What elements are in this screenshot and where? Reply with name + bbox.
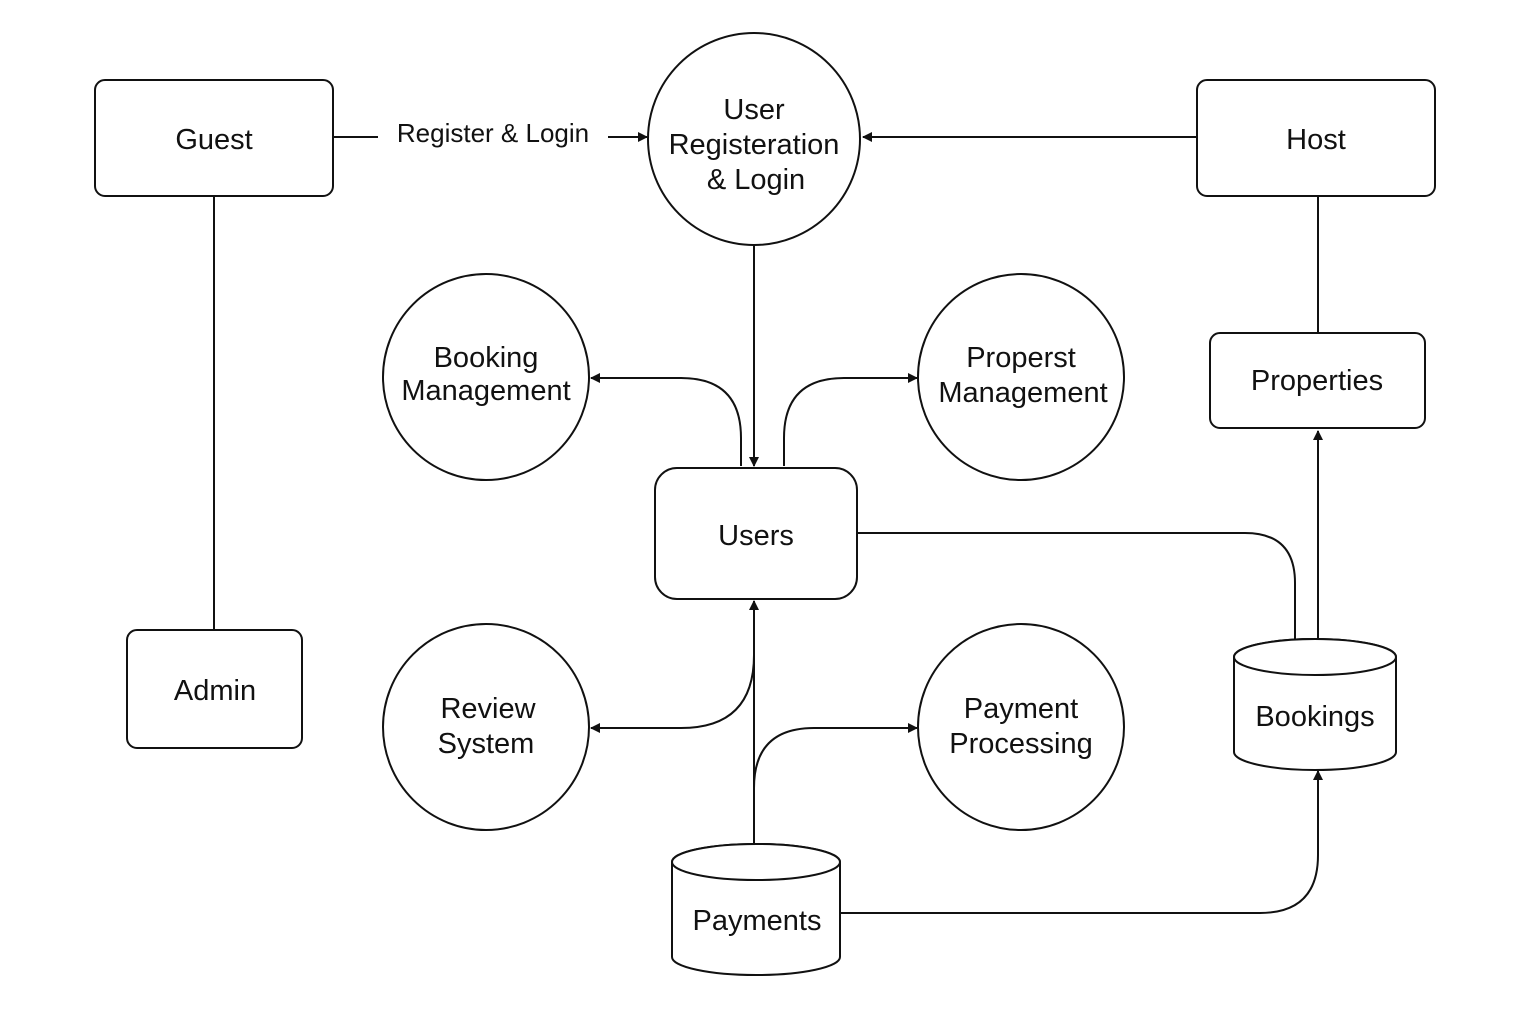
process-review-system-line-1: Review xyxy=(440,693,536,725)
edge-users-to-property-management xyxy=(783,373,918,466)
entity-users[interactable]: Users xyxy=(654,467,858,600)
process-user-registration[interactable]: User Registeration & Login xyxy=(647,32,861,246)
edge-users-to-review-system xyxy=(590,654,755,733)
entity-host[interactable]: Host xyxy=(1196,79,1436,197)
edge-users-bookings xyxy=(857,532,1296,640)
edge-label-register-login: Register & Login xyxy=(397,118,589,148)
entity-users-label: Users xyxy=(718,520,794,552)
datastore-bookings[interactable]: Bookings xyxy=(1233,638,1397,771)
process-user-registration-line-1: User xyxy=(723,94,785,126)
process-review-system[interactable]: Review System xyxy=(382,623,590,831)
process-payment-processing-line-2: Processing xyxy=(949,728,1092,760)
process-property-management-line-2: Management xyxy=(938,377,1107,409)
process-booking-management[interactable]: Booking Management xyxy=(382,273,590,481)
edge-payments-to-payment-processing xyxy=(753,723,918,845)
datastore-payments-label: Payments xyxy=(693,905,822,937)
process-booking-management-line-2: Management xyxy=(401,375,570,407)
process-review-system-line-2: System xyxy=(438,728,535,760)
datastore-payments[interactable]: Payments xyxy=(671,843,841,976)
edges xyxy=(213,132,1323,914)
datastore-bookings-label: Bookings xyxy=(1255,701,1374,733)
process-property-management-line-1: Properst xyxy=(966,342,1076,374)
process-property-management[interactable]: Properst Management xyxy=(917,273,1125,481)
process-booking-management-line-1: Booking xyxy=(434,342,539,374)
entity-guest[interactable]: Guest xyxy=(94,79,334,197)
process-payment-processing-line-1: Payment xyxy=(964,693,1078,725)
process-user-registration-line-3: & Login xyxy=(707,164,805,196)
process-payment-processing[interactable]: Payment Processing xyxy=(917,623,1125,831)
edge-payments-to-bookings xyxy=(840,770,1323,914)
entity-admin-label: Admin xyxy=(174,675,256,707)
process-user-registration-line-2: Registeration xyxy=(669,129,840,161)
entity-host-label: Host xyxy=(1286,124,1346,156)
entity-properties[interactable]: Properties xyxy=(1209,332,1426,429)
edge-users-to-booking-management xyxy=(590,373,742,466)
entity-admin[interactable]: Admin xyxy=(126,629,303,749)
entity-properties-label: Properties xyxy=(1251,365,1383,397)
entity-guest-label: Guest xyxy=(175,124,252,156)
